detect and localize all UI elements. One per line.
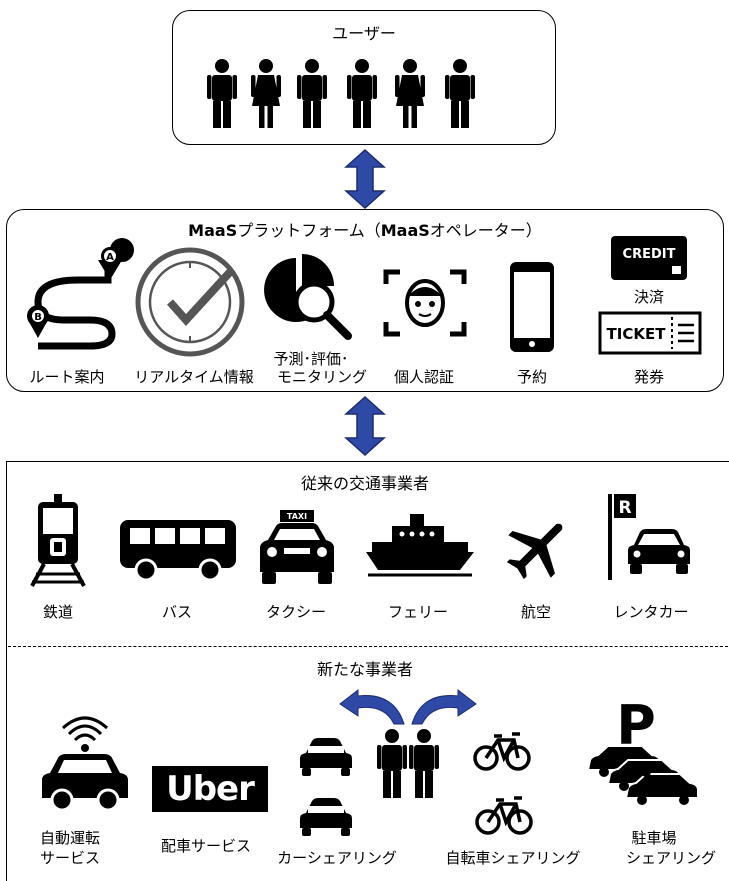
users-people-icon	[207, 59, 475, 128]
ticket-icon: TICKET	[598, 311, 702, 355]
curved-arrow-icon	[339, 688, 477, 725]
traditional-title: 従来の交通事業者	[300, 474, 429, 493]
credit-card-icon: CREDIT	[611, 236, 687, 280]
taxi-label: タクシー	[265, 603, 326, 621]
svg-text:B: B	[34, 312, 42, 323]
taxi-sign: TAXI	[287, 512, 307, 521]
autonomous-label2: サービス	[39, 849, 100, 867]
airplane-icon	[506, 523, 563, 580]
bicycle-icon	[473, 732, 533, 835]
reservation-label: 予約	[516, 368, 547, 386]
ferry-label: フェリー	[387, 603, 448, 621]
airline-label: 航空	[520, 603, 551, 621]
route-label: ルート案内	[29, 368, 105, 386]
uber-logo: Uber	[152, 766, 268, 812]
ticket-text: TICKET	[607, 325, 667, 343]
car-sharing-label: カーシェアリング	[277, 849, 397, 867]
autonomous-car-icon	[42, 716, 128, 812]
credit-text: CREDIT	[623, 247, 676, 262]
train-label: 鉄道	[42, 603, 73, 621]
double-arrow-icon	[344, 395, 386, 457]
train-icon	[30, 494, 86, 587]
smartphone-icon	[510, 262, 554, 352]
autonomous-label1: 自動運転	[39, 829, 100, 847]
analytics-label2: モニタリング	[276, 368, 367, 386]
face-recognition-icon	[383, 269, 467, 337]
auth-label: 個人認証	[393, 368, 454, 386]
maas-platform-box	[6, 209, 724, 392]
rental-car-icon: R	[608, 494, 690, 580]
ride-hailing-label: 配車サービス	[160, 837, 251, 855]
bus-icon	[120, 520, 236, 582]
parking-icon: P	[586, 694, 699, 805]
ticketing-label: 発券	[633, 368, 664, 386]
bike-sharing-label: 自転車シェアリング	[445, 849, 581, 867]
users-box	[172, 10, 556, 145]
analytics-label1: 予測･評価･	[273, 350, 349, 368]
double-arrow-icon	[344, 148, 386, 210]
people-icon	[377, 729, 439, 798]
bus-label: バス	[161, 603, 192, 621]
parking-label2: シェアリング	[625, 849, 716, 867]
svg-text:A: A	[106, 252, 114, 263]
realtime-label: リアルタイム情報	[134, 368, 254, 386]
users-title: ユーザー	[332, 24, 396, 43]
new-providers-title: 新たな事業者	[316, 660, 413, 679]
divider	[8, 646, 728, 647]
rental-sign: R	[618, 498, 631, 518]
payment-label: 決済	[633, 288, 664, 306]
platform-title: MaaSプラットフォーム（MaaSオペレーター）	[188, 221, 542, 240]
ferry-icon	[366, 514, 474, 577]
route-icon: A B	[27, 238, 134, 350]
clock-check-icon	[135, 247, 245, 357]
taxi-icon: TAXI	[260, 510, 334, 584]
providers-box	[6, 461, 729, 881]
car-icon	[300, 738, 352, 836]
analytics-icon	[264, 254, 352, 340]
parking-label1: 駐車場	[631, 829, 677, 847]
rental-label: レンタカー	[613, 603, 689, 621]
